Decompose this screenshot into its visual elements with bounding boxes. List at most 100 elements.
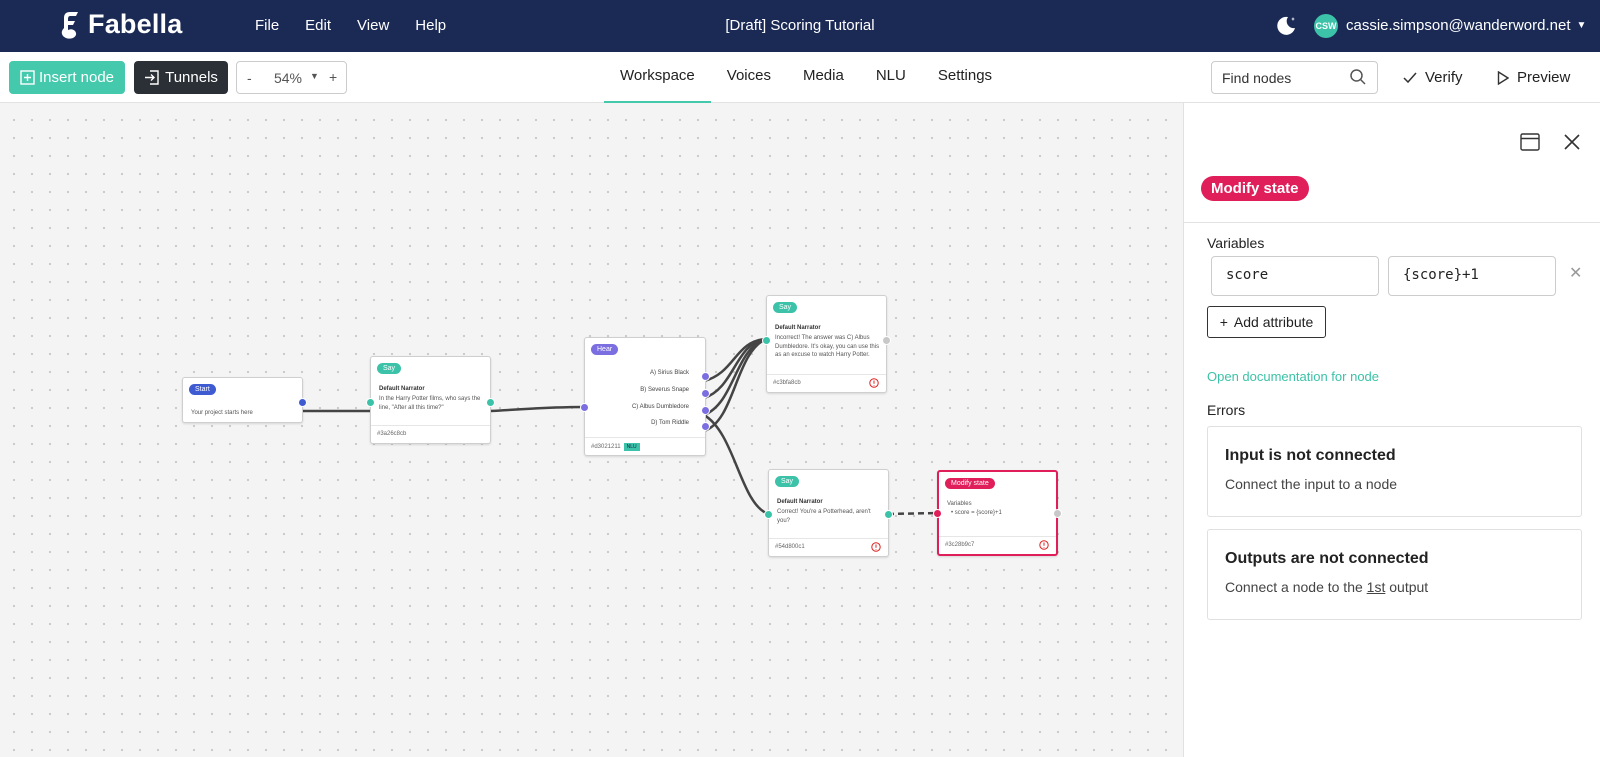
tunnels-button[interactable]: Tunnels [134, 61, 228, 94]
menu-view[interactable]: View [357, 17, 390, 34]
node-speaker: Default Narrator [777, 499, 823, 505]
error-title: Input is not connected [1225, 447, 1396, 464]
variable-name-input[interactable]: score [1211, 256, 1379, 296]
first-output-link[interactable]: 1st [1366, 579, 1386, 595]
tab-settings[interactable]: Settings [937, 67, 993, 84]
input-port[interactable] [764, 510, 773, 519]
search-icon[interactable] [1349, 68, 1367, 86]
option-d-port[interactable] [701, 422, 710, 431]
node-type-badge: Modify state [945, 478, 995, 489]
error-title: Outputs are not connected [1225, 550, 1429, 567]
variable-value-input[interactable]: {score}+1 [1388, 256, 1556, 296]
node-variables-label: Variables [947, 501, 972, 507]
error-card-input: Input is not connected Connect the input… [1207, 426, 1582, 517]
verify-label: Verify [1425, 69, 1463, 86]
document-title[interactable]: [Draft] Scoring Tutorial [725, 17, 875, 34]
checkmark-icon [1403, 72, 1417, 83]
user-email: cassie.simpson@wanderword.net [1346, 17, 1571, 34]
tunnel-enter-icon [145, 70, 159, 85]
user-menu[interactable]: cassie.simpson@wanderword.net ▼ [1346, 17, 1586, 34]
fabella-logo-icon [61, 11, 78, 39]
add-attribute-button[interactable]: + Add attribute [1207, 306, 1326, 338]
tab-media[interactable]: Media [802, 67, 844, 84]
workspace-canvas[interactable]: Start Your project starts here Say Defau… [0, 103, 1183, 757]
documentation-link[interactable]: Open documentation for node [1207, 369, 1380, 384]
menu-file[interactable]: File [255, 17, 280, 34]
zoom-in-button[interactable]: + [329, 69, 338, 85]
node-speaker: Default Narrator [775, 325, 821, 331]
tab-voices[interactable]: Voices [726, 67, 771, 84]
user-avatar[interactable]: CSW [1314, 14, 1338, 38]
tunnels-label: Tunnels [165, 69, 218, 86]
input-port[interactable] [762, 336, 771, 345]
option-b-port[interactable] [701, 389, 710, 398]
verify-button[interactable]: Verify [1403, 69, 1463, 86]
menu-help[interactable]: Help [415, 17, 447, 34]
error-desc-suffix: output [1385, 579, 1429, 595]
output-port[interactable] [486, 398, 495, 407]
play-icon [1497, 70, 1509, 85]
app-logo[interactable]: Fabella [58, 9, 182, 40]
zoom-level[interactable]: 54% [273, 70, 303, 86]
hear-node[interactable]: Hear A) Sirius Black B) Severus Snape C)… [580, 337, 710, 456]
panel-header: Modify state [1184, 103, 1600, 223]
dock-window-icon[interactable] [1520, 133, 1540, 151]
plus-icon: + [1219, 314, 1228, 330]
say-node-incorrect[interactable]: Say Default Narrator Incorrect! The answ… [762, 295, 891, 393]
say-node-question[interactable]: Say Default Narrator In the Harry Potter… [366, 356, 495, 444]
menu-edit[interactable]: Edit [305, 17, 332, 34]
preview-button[interactable]: Preview [1497, 69, 1570, 86]
option-a-port[interactable] [701, 372, 710, 381]
tab-workspace[interactable]: Workspace [604, 52, 711, 103]
zoom-dropdown-caret-icon[interactable]: ▼ [310, 71, 319, 81]
find-nodes-input[interactable]: Find nodes [1211, 61, 1378, 94]
insert-node-label: Insert node [38, 69, 115, 86]
hear-option-d: D) Tom Riddle [651, 420, 689, 426]
node-id: #3c28b9c7 [939, 536, 1056, 554]
wire-to-modify [887, 511, 939, 516]
node-text: Correct! You're a Potterhead, aren't you… [777, 509, 871, 524]
node-speaker: Default Narrator [379, 386, 425, 392]
dark-mode-moon-icon[interactable] [1274, 14, 1298, 38]
output-port[interactable] [882, 336, 891, 345]
wire-option-c-correct [703, 413, 769, 516]
hear-option-b: B) Severus Snape [640, 387, 689, 393]
warning-icon[interactable] [871, 542, 881, 552]
input-port[interactable] [933, 509, 942, 518]
nlu-badge: NLU [623, 443, 640, 451]
node-variable-item: • score = {score}+1 [951, 510, 1002, 516]
tab-nlu[interactable]: NLU [875, 67, 906, 84]
input-port[interactable] [580, 403, 589, 412]
close-icon[interactable] [1562, 132, 1582, 152]
node-type-badge: Hear [591, 344, 619, 355]
node-id: #d3021211 [591, 444, 621, 450]
error-desc-prefix: Connect a node to the [1225, 579, 1367, 595]
node-type-badge: Say [775, 476, 800, 487]
option-c-port[interactable] [701, 406, 710, 415]
output-port[interactable] [1053, 509, 1062, 518]
preview-label: Preview [1517, 69, 1571, 86]
error-card-outputs: Outputs are not connected Connect a node… [1207, 529, 1582, 620]
wire-option-b [703, 337, 767, 400]
remove-variable-icon[interactable]: ✕ [1569, 265, 1583, 282]
output-port[interactable] [298, 398, 307, 407]
hear-option-c: C) Albus Dumbledore [631, 404, 689, 410]
modify-state-node[interactable]: Modify state Variables • score = {score}… [933, 470, 1062, 556]
node-id: #c3bfa8cb [767, 374, 886, 392]
warning-icon[interactable] [1039, 540, 1049, 550]
chevron-down-icon: ▼ [1576, 20, 1587, 31]
node-properties-panel: Modify state Variables score {score}+1 ✕… [1183, 103, 1600, 757]
variables-label: Variables [1207, 235, 1265, 251]
output-port[interactable] [884, 510, 893, 519]
variable-item-text: score = {score}+1 [954, 510, 1002, 516]
say-node-correct[interactable]: Say Default Narrator Correct! You're a P… [764, 469, 893, 557]
zoom-out-button[interactable]: - [247, 70, 252, 86]
add-attribute-label: Add attribute [1233, 314, 1314, 330]
node-text: Your project starts here [191, 410, 253, 416]
error-description: Connect a node to the 1st output [1225, 579, 1564, 595]
input-port[interactable] [366, 398, 375, 407]
start-node[interactable]: Start Your project starts here [182, 377, 307, 423]
menu-bar: File Edit View Help [255, 17, 472, 34]
warning-icon[interactable] [869, 378, 879, 388]
insert-node-button[interactable]: Insert node [9, 61, 125, 94]
